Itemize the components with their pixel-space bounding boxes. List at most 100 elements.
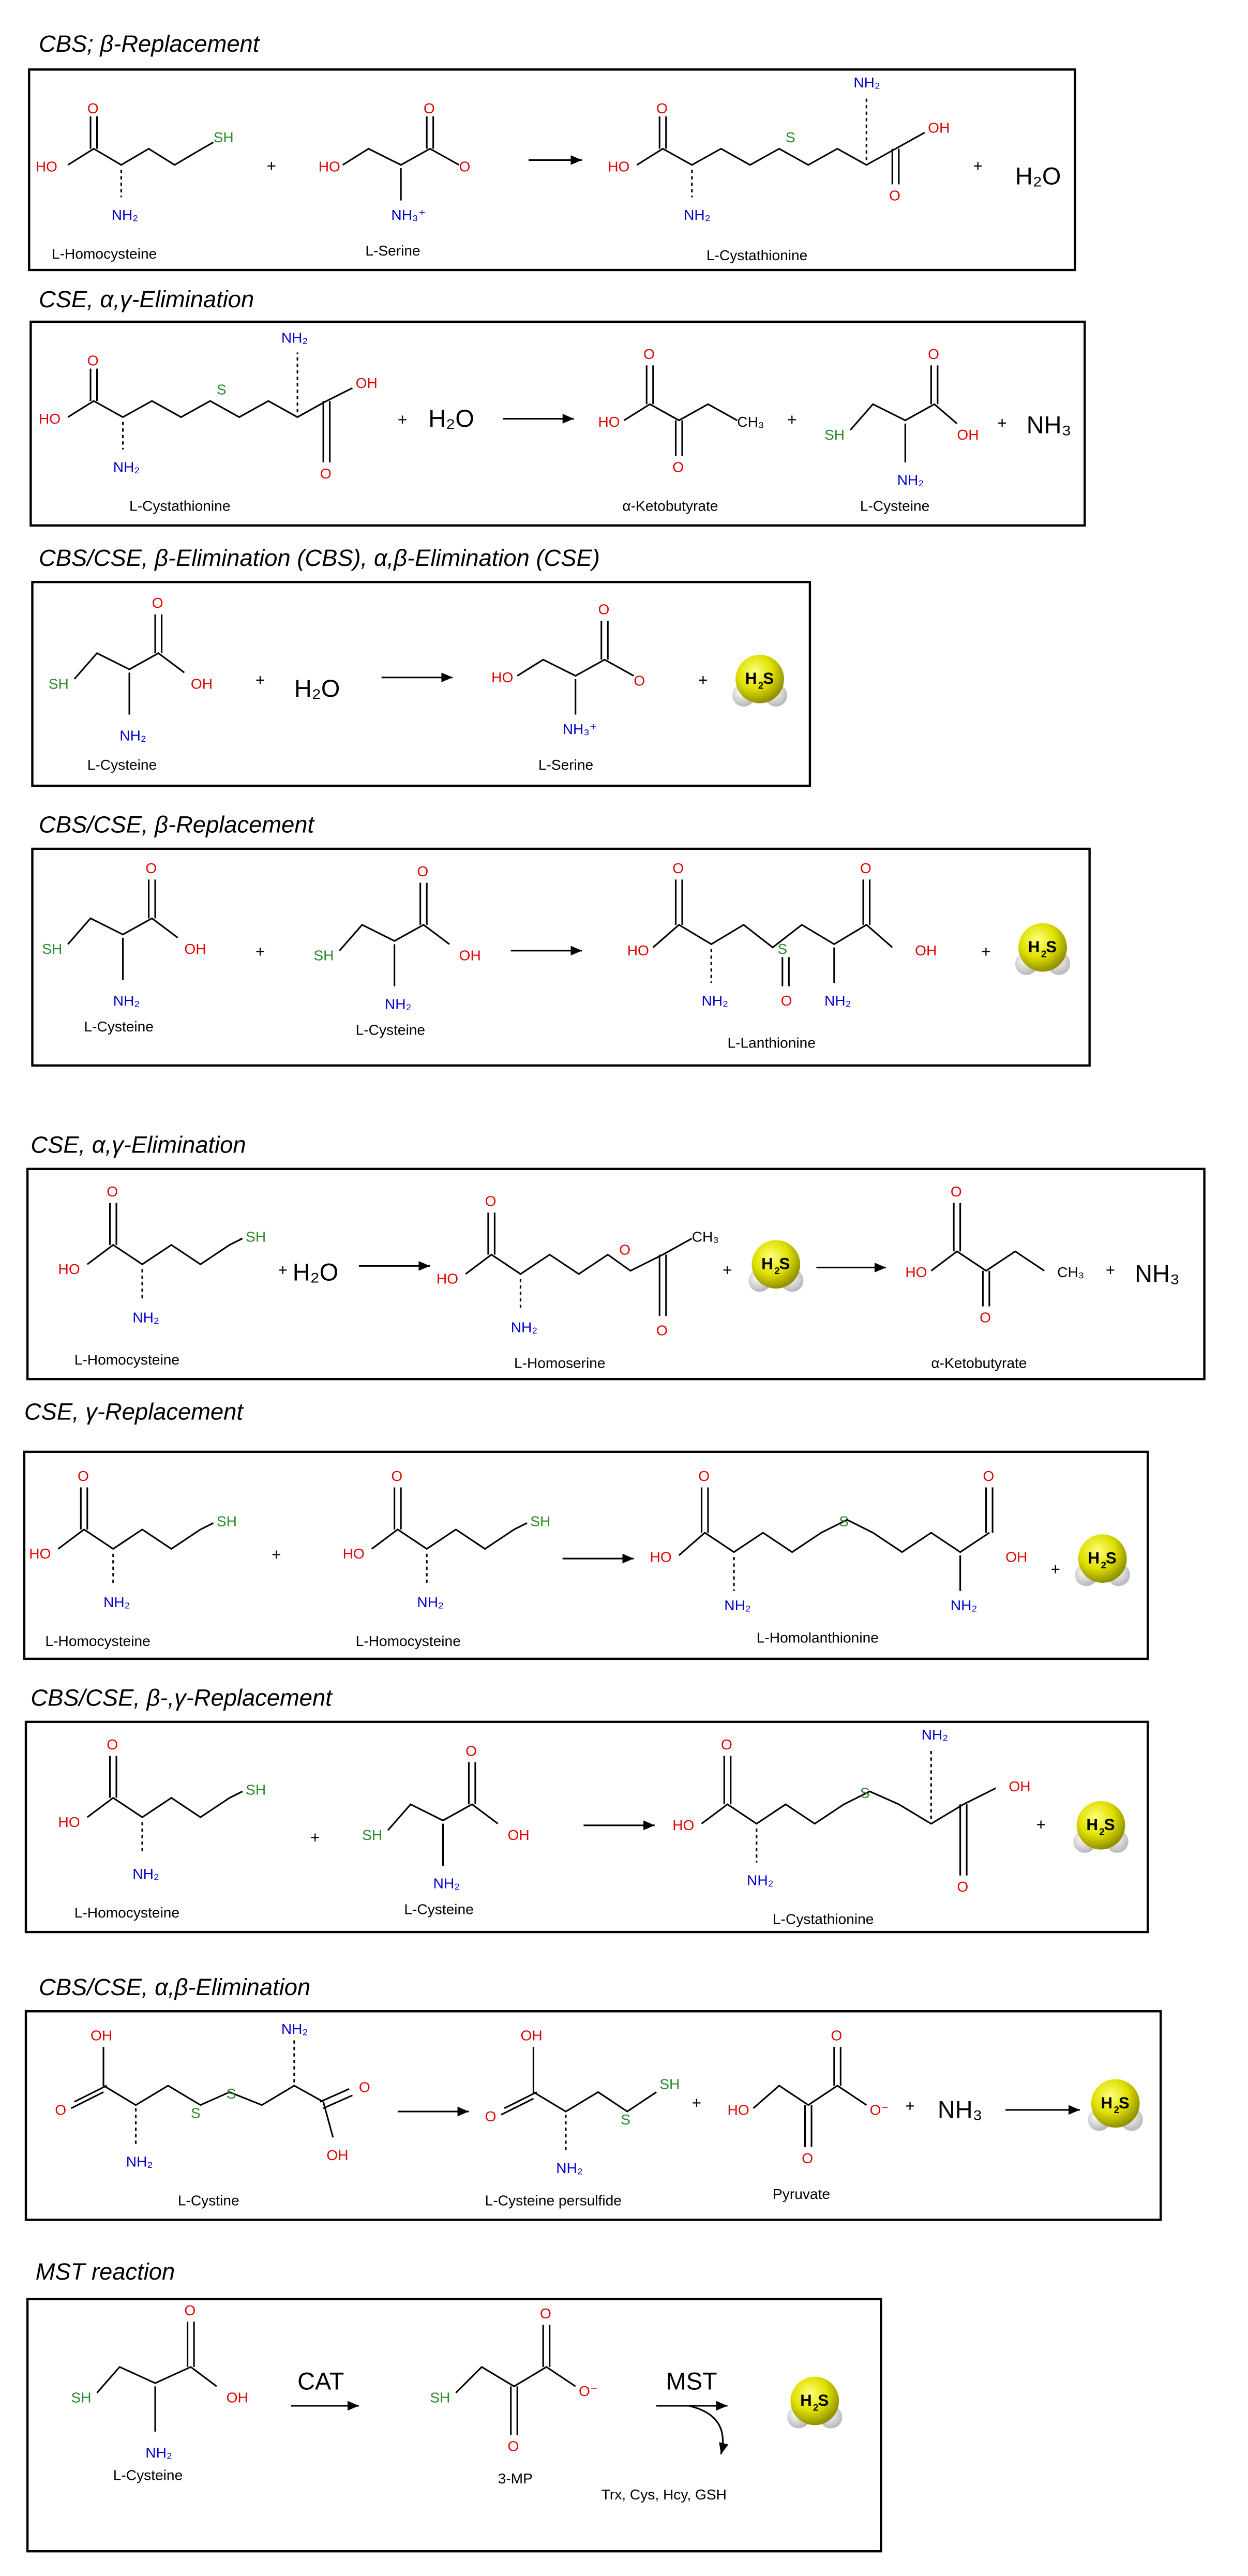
atom-nh2: NH₂ <box>113 993 140 1009</box>
cysteine-structure: SH O OH NH₂ <box>824 346 979 488</box>
cystathionine-structure: HO O NH₂ S NH₂ OH O <box>39 330 378 482</box>
reaction-1-title: CBS; β-Replacement <box>39 31 261 57</box>
label-a-ketobutyrate: α-Ketobutyrate <box>931 1355 1027 1371</box>
atom-o: O <box>656 100 668 116</box>
h2s-sub: 2 <box>758 680 763 691</box>
atom-nh2: NH₂ <box>433 1876 460 1892</box>
h2s-h: H <box>1086 1816 1098 1834</box>
atom-o: O <box>424 100 435 116</box>
plus-sign: + <box>723 1261 732 1279</box>
cat-enzyme: CAT <box>297 2368 344 2395</box>
h2s-h: H <box>1088 1549 1100 1567</box>
atom-nh3plus: NH₃⁺ <box>563 721 597 737</box>
mst-enzyme: MST <box>666 2368 717 2395</box>
plus-sign: + <box>310 1829 320 1847</box>
plus-sign: + <box>398 411 407 429</box>
reaction-3: CBS/CSE, β-Elimination (CBS), α,β-Elimin… <box>31 545 811 787</box>
atom-sh: SH <box>49 676 69 692</box>
atom-nh2: NH₂ <box>702 993 729 1009</box>
atom-nh2: NH₂ <box>132 1866 159 1882</box>
reaction-4-box <box>31 847 1091 1067</box>
h2s-molecule-icon: H 2 S <box>787 2376 843 2429</box>
atom-o: O <box>980 1310 991 1326</box>
label-l-homolanthionine: L-Homolanthionine <box>757 1630 879 1646</box>
atom-o: O <box>391 1468 402 1484</box>
label-l-homocysteine: L-Homocysteine <box>52 246 157 262</box>
label-l-cysteine: L-Cysteine <box>113 2467 183 2483</box>
atom-o: O <box>55 2102 66 2118</box>
atom-nh2: NH₂ <box>119 728 146 744</box>
homocysteine-structure: HO O NH₂ SH <box>58 1736 266 1882</box>
atom-nh2: NH₂ <box>824 993 851 1009</box>
atom-ho: HO <box>627 942 649 958</box>
atom-o: O <box>831 2028 843 2044</box>
water: H₂O <box>428 405 474 432</box>
reaction-8-title: CBS/CSE, α,β-Elimination <box>39 1974 310 2000</box>
atom-o: O <box>107 1184 118 1200</box>
atom-oh: OH <box>91 2028 112 2044</box>
cysteine-structure: SH O OH NH₂ <box>362 1743 529 1891</box>
atom-o: O <box>465 1743 477 1759</box>
atom-o: O <box>87 352 99 368</box>
atom-o: O <box>721 1736 732 1753</box>
atom-ch3: CH₃ <box>692 1229 719 1245</box>
atom-ho: HO <box>39 411 61 427</box>
serine-structure: HO O O NH₃⁺ <box>491 602 645 737</box>
atom-sh: SH <box>530 1514 550 1530</box>
atom-o: O <box>781 993 792 1009</box>
label-l-homocysteine: L-Homocysteine <box>74 1352 179 1368</box>
serine-structure: HO O O NH₃⁺ <box>319 100 471 223</box>
atom-nh2: NH₂ <box>951 1597 978 1613</box>
h2s-sub: 2 <box>1041 948 1046 959</box>
atom-s: S <box>217 382 227 398</box>
atom-nh2: NH₂ <box>113 459 140 475</box>
h2s-s: S <box>1104 1816 1115 1834</box>
reaction-7: CBS/CSE, β-,γ-Replacement HO O NH₂ SH L-… <box>24 1685 1149 1934</box>
atom-oh: OH <box>1009 1778 1030 1794</box>
reaction-6: CSE, γ-Replacement HO O NH₂ SH L-Homocys… <box>23 1398 1149 1660</box>
reaction-9-title: MST reaction <box>36 2258 175 2285</box>
cystathionine-structure: HO O NH₂ S NH₂ OH O <box>608 74 950 223</box>
atom-o: O <box>672 459 684 475</box>
label-l-lanthionine: L-Lanthionine <box>728 1035 816 1051</box>
cystathionine-structure: HO O NH₂ S NH₂ OH O <box>672 1727 1030 1895</box>
atom-s: S <box>191 2105 201 2121</box>
atom-s: S <box>777 941 787 957</box>
atom-sh: SH <box>824 427 845 443</box>
atom-sh: SH <box>246 1781 266 1798</box>
atom-o: O <box>598 602 609 618</box>
plus-sign: + <box>267 157 276 175</box>
atom-nh3plus: NH₃⁺ <box>391 207 426 223</box>
pyruvate-structure: HO O O O⁻ <box>728 2028 889 2167</box>
h2s-s: S <box>1106 1549 1117 1567</box>
atom-nh2: NH₂ <box>747 1872 774 1888</box>
cysteine-structure: SH O OH NH₂ <box>71 2302 248 2461</box>
plus-sign: + <box>973 157 983 175</box>
plus-sign: + <box>1051 1560 1060 1578</box>
atom-s: S <box>227 2086 236 2102</box>
atom-o: O <box>145 860 157 876</box>
ammonia: NH₃ <box>1135 1261 1180 1287</box>
atom-sh: SH <box>71 2390 92 2406</box>
reaction-1: CBS; β-Replacement O HO NH₂ SH L-Homocys… <box>28 31 1076 272</box>
h2s-h: H <box>761 1255 773 1273</box>
atom-o: O <box>656 1323 668 1339</box>
h2s-s: S <box>1119 2094 1130 2112</box>
atom-nh2: NH₂ <box>511 1319 538 1335</box>
atom-oh: OH <box>184 941 206 957</box>
atom-oh: OH <box>928 119 950 136</box>
atom-ho: HO <box>728 2102 749 2118</box>
atom-ho: HO <box>650 1549 671 1565</box>
h2s-s: S <box>818 2391 829 2409</box>
atom-nh2: NH₂ <box>556 2160 583 2176</box>
reaction-5-title: CSE, α,γ-Elimination <box>31 1132 246 1158</box>
plus-sign: + <box>905 2097 914 2115</box>
plus-sign: + <box>698 671 708 689</box>
atom-ho: HO <box>343 1546 365 1562</box>
label-l-cysteine: L-Cysteine <box>84 1019 154 1035</box>
atom-nh2: NH₂ <box>897 472 924 488</box>
h2s-sub: 2 <box>774 1265 779 1276</box>
label-l-cysteine: L-Cysteine <box>87 757 157 773</box>
cysteine-structure: SH O OH NH₂ <box>313 863 480 1012</box>
